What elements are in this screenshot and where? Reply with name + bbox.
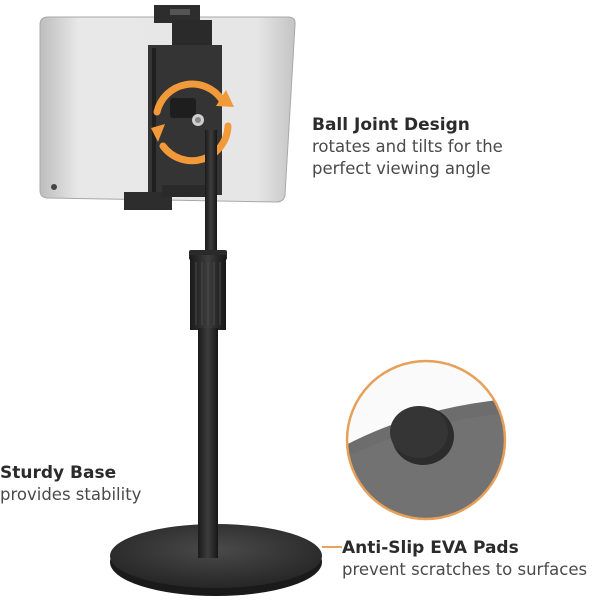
round-base: [110, 520, 322, 596]
callout-desc-line: rotates and tilts for the: [312, 137, 503, 156]
eva-pad-detail-circle: [345, 359, 507, 521]
callout-sturdy-base: Sturdy Base provides stability: [0, 462, 141, 506]
callout-desc-line: perfect viewing angle: [312, 159, 491, 178]
rotate-arrows-icon: [151, 80, 234, 165]
callout-ball-joint: Ball Joint Design rotates and tilts for …: [312, 114, 503, 180]
callout-title: Sturdy Base: [0, 463, 117, 483]
callout-title: Anti-Slip EVA Pads: [342, 538, 519, 558]
ball-joint-knob: [170, 98, 204, 126]
callout-desc-line: provides stability: [0, 485, 142, 504]
callout-title: Ball Joint Design: [312, 115, 470, 135]
telescopic-pole: [189, 130, 227, 533]
callout-desc-line: prevent scratches to surfaces: [342, 560, 588, 579]
callout-anti-slip-pads: Anti-Slip EVA Pads prevent scratches to …: [342, 537, 587, 581]
